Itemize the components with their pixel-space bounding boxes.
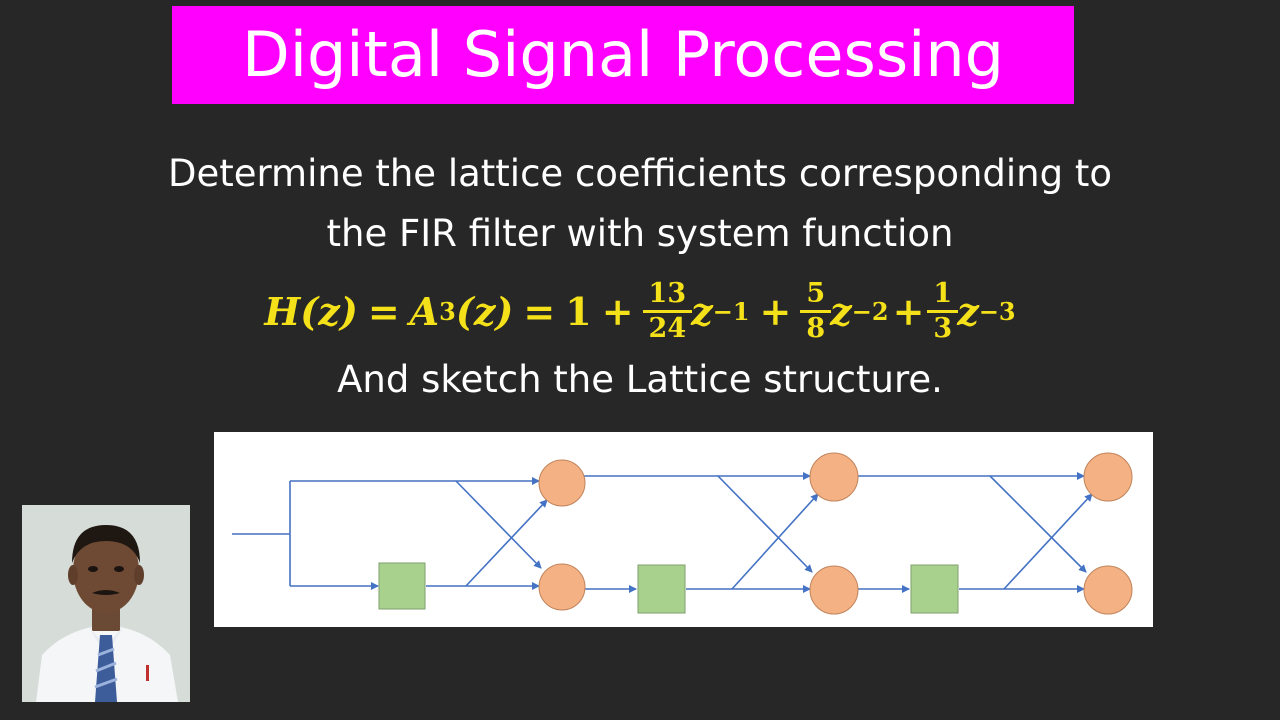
adder-node-bottom-1 [538,563,586,611]
s2-cross-up [731,493,819,590]
eq-a-arg: (z) [455,288,514,334]
s3-cross-down [989,475,1087,573]
delay-box-1 [378,562,426,610]
adder-node-top-2 [809,452,859,502]
eq-a-symbol: A [409,288,440,334]
eq-plus-3: + [892,288,925,334]
eq-lhs: H(z) [264,288,358,334]
eq-a-subscript: 3 [439,296,456,326]
slide-title: Digital Signal Processing [241,18,1004,91]
eq-exp-1: −1 [712,296,750,326]
eq-fraction-1-num: 13 [648,277,687,309]
eq-exp-2: −2 [851,296,889,326]
delay-box-2 [637,564,686,614]
eq-fraction-2-num: 5 [806,277,826,309]
eq-var-2: z [830,288,852,334]
eq-var-3: z [957,288,979,334]
delay-box-3 [910,564,959,614]
prompt-line-3: And sketch the Lattice structure. [337,358,943,401]
s3-cross-up [1003,493,1093,590]
eq-equals-1: = [367,288,400,334]
presenter-photo [22,505,190,702]
eq-fraction-3-den: 3 [933,312,953,344]
eq-fraction-2: 5 8 [800,277,832,345]
s1-cross-up [465,499,548,587]
eq-exp-3: −3 [978,296,1016,326]
eq-fraction-1-den: 24 [648,312,687,344]
prompt-line-1: Determine the lattice coefficients corre… [167,152,1113,195]
adder-node-top-3 [1083,452,1133,502]
s2-cross-down [717,475,813,573]
lattice-diagram [214,432,1153,627]
eq-plus-2: + [759,288,792,334]
adder-node-bottom-2 [809,565,859,615]
eq-equals-2: = [523,288,556,334]
s1-cross-down [455,480,542,569]
lattice-diagram-svg [232,452,1133,615]
adder-node-bottom-3 [1083,565,1133,615]
title-banner: Digital Signal Processing [172,6,1074,104]
eq-fraction-1: 13 24 [642,277,693,345]
eq-fraction-3-num: 1 [933,277,953,309]
adder-node-top-1 [538,459,586,507]
eq-fraction-2-den: 8 [806,312,826,344]
eq-plus-1: + [601,288,634,334]
presenter-illustration [22,505,190,702]
eq-constant: 1 [565,288,592,334]
eq-fraction-3: 1 3 [927,277,959,345]
prompt-line-2: the FIR filter with system function [326,212,954,255]
eq-var-1: z [691,288,713,334]
